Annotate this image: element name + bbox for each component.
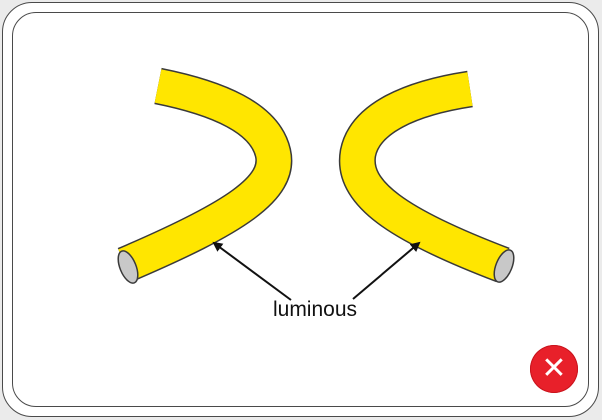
- left-tube: [114, 86, 274, 286]
- tubes-diagram: [3, 3, 599, 417]
- diagram-card: luminous ✕: [2, 2, 599, 417]
- close-icon: ✕: [541, 351, 566, 386]
- right-tube: [357, 89, 517, 285]
- luminous-label: luminous: [265, 298, 365, 322]
- close-button[interactable]: ✕: [530, 345, 578, 393]
- right-arrow: [353, 243, 419, 299]
- left-arrow: [214, 243, 291, 300]
